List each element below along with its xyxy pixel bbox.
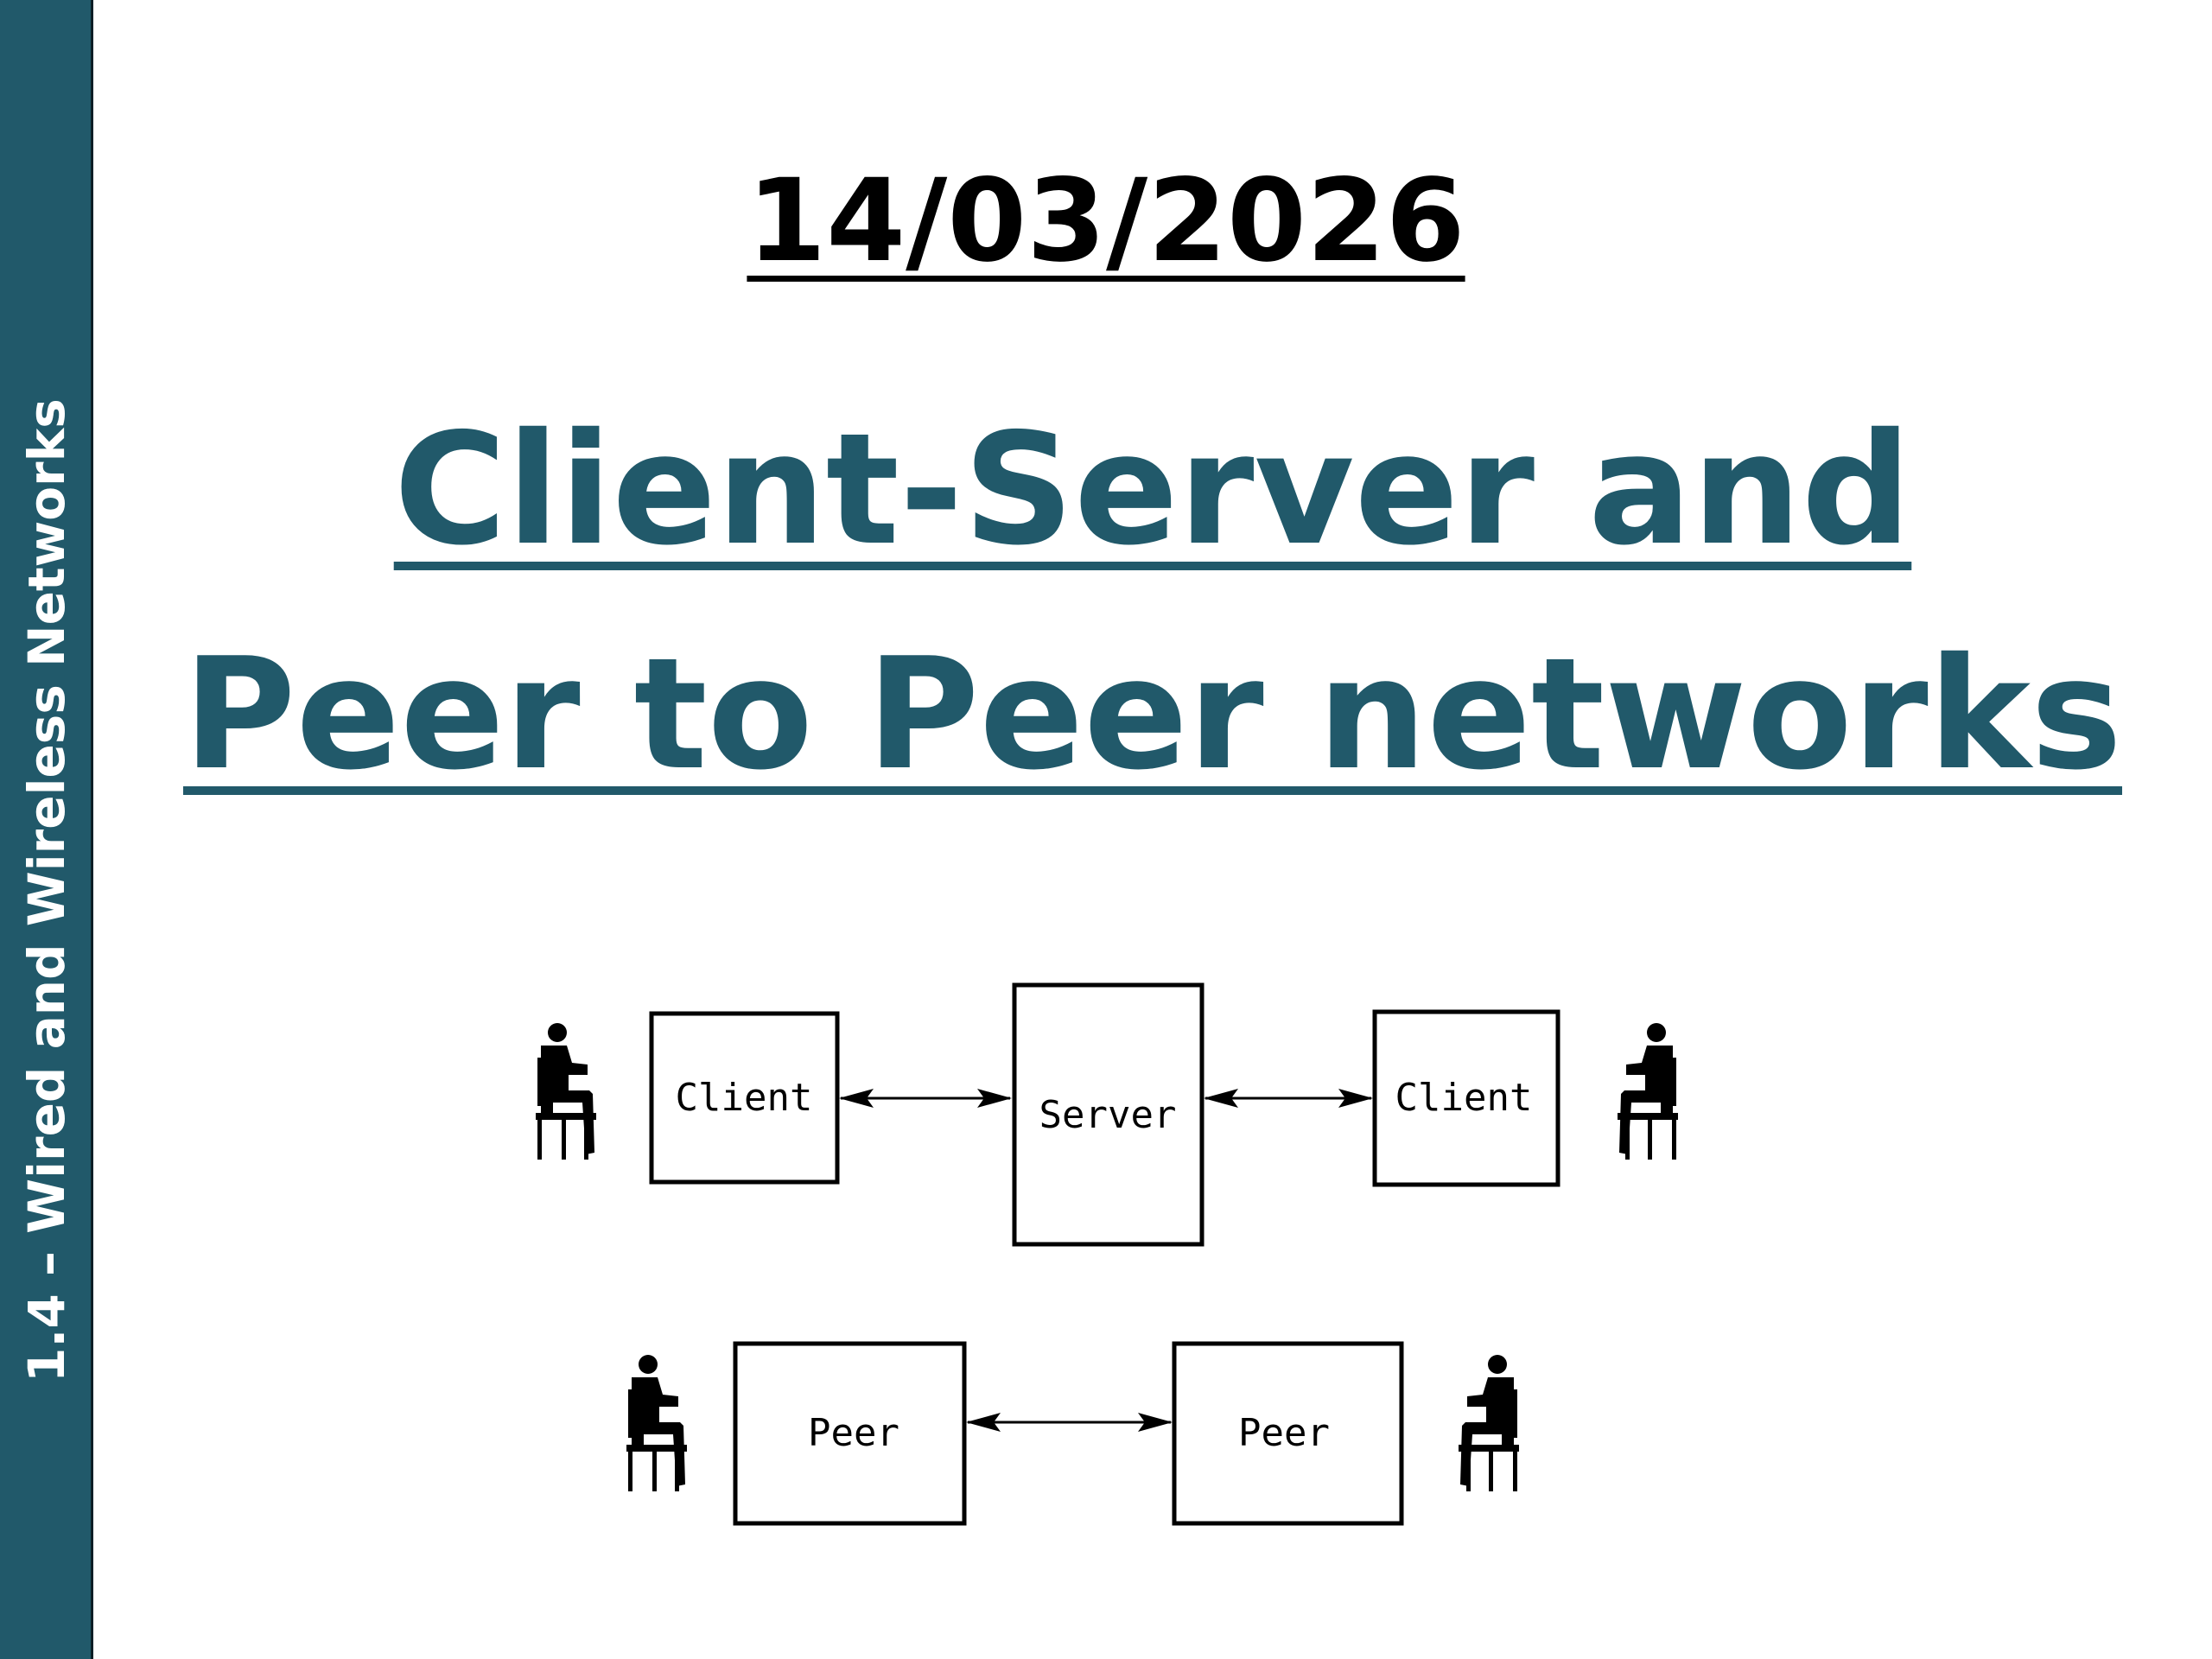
client-box-right: [1372, 1009, 1560, 1187]
peer-label-left: Peer: [808, 1411, 899, 1455]
peer-box-right: [1172, 1341, 1404, 1526]
sidebar-banner: 1.4 – Wired and Wireless Networks: [0, 0, 93, 1659]
title-line-1: Client-Server and: [393, 400, 1912, 579]
peer-box-left: [733, 1341, 967, 1526]
person-icon-left-peer: [626, 1355, 687, 1491]
client-box-left: [649, 1011, 840, 1185]
peer-label-right: Peer: [1238, 1411, 1330, 1455]
person-icon-right-peer: [1459, 1355, 1519, 1491]
server-box: [1012, 982, 1205, 1247]
person-icon-left-client: [536, 1023, 596, 1160]
client-label-right: Client: [1395, 1076, 1533, 1120]
server-label: Server: [1039, 1093, 1177, 1137]
client-label-left: Client: [676, 1076, 813, 1120]
slide-date: 14/03/2026: [747, 155, 1465, 288]
person-icon-right-client: [1618, 1023, 1678, 1160]
title-line-2: Peer to Peer networks: [182, 625, 2123, 804]
